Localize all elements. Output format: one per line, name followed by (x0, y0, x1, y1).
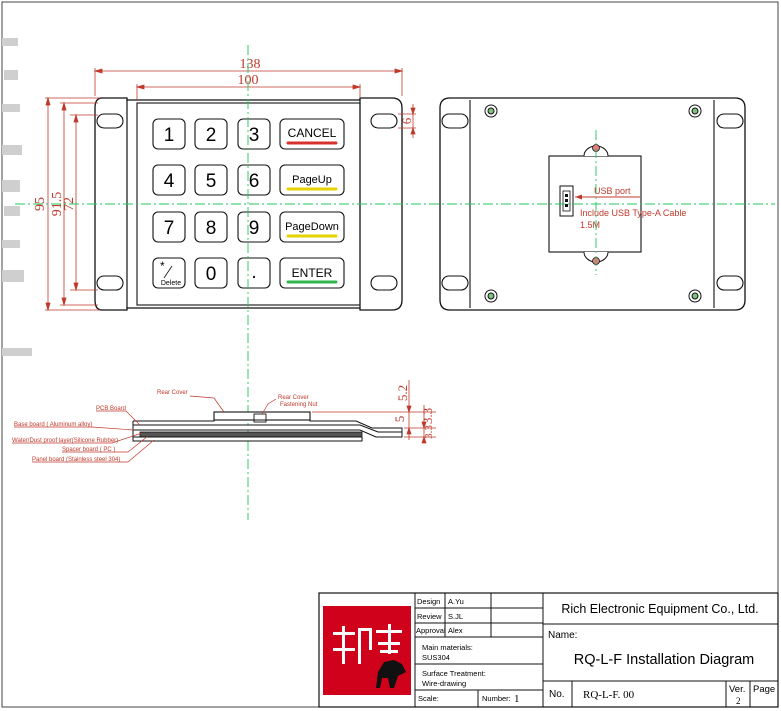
label-rear-cover-fastening-2: Fastening Nut (280, 402, 318, 408)
dim-side-d: 3.3 (423, 425, 435, 439)
mount-slot (370, 275, 398, 291)
key-0-label: 0 (206, 264, 217, 285)
digit-keys: 1 2 3 4 5 6 7 8 9 * Delete 0 . (152, 118, 271, 289)
side-panel-stack (139, 431, 363, 438)
centerlines (15, 45, 775, 520)
dim-side-c: 3.3 (420, 408, 435, 424)
name-label: Name: (548, 630, 577, 641)
key-delete-label: Delete (161, 280, 181, 287)
key-dot-label: . (251, 262, 256, 283)
key-9 (237, 211, 271, 243)
dim-side-b: 5 (392, 416, 407, 423)
key-2-label: 2 (206, 125, 217, 146)
front-dimensions (45, 68, 416, 312)
surface-label: Surface Treatment: (422, 669, 486, 678)
label-rear-cover: Rear Cover (157, 390, 188, 396)
key-1-label: 1 (164, 125, 175, 146)
side-dimensions (312, 380, 436, 444)
function-keys: CANCEL PageUp PageDown ENTER (279, 118, 345, 289)
key-0 (194, 257, 228, 289)
ver-value: 2 (736, 696, 741, 706)
key-cancel-label: CANCEL (288, 126, 337, 140)
key-3-label: 3 (249, 125, 260, 146)
surface-value: Wire-drawing (422, 679, 466, 688)
horse-icon (376, 660, 406, 688)
key-8 (194, 211, 228, 243)
label-base-board: Base board ( Aluminum alloy) (14, 422, 92, 428)
key-4-label: 4 (164, 171, 175, 192)
page-label: Page (753, 684, 775, 695)
mount-slot (441, 275, 469, 291)
side-leaders (12, 395, 277, 463)
label-panel-board: Panel board (Stainless steel 304) (32, 457, 120, 463)
design-label: Design (417, 597, 440, 606)
mount-slot (441, 113, 469, 129)
key-7 (152, 211, 186, 243)
key-5 (194, 164, 228, 196)
usb-port-label: USB port (594, 186, 631, 196)
margin-marks (2, 38, 32, 356)
dim-inner-width: 100 (238, 73, 259, 88)
key-4 (152, 164, 186, 196)
side-view (132, 411, 403, 442)
mount-slot (716, 275, 744, 291)
scale-label: Scale: (418, 694, 439, 703)
usb-note-2: 1.5M (580, 220, 600, 230)
key-dot (237, 257, 271, 289)
no-label: No. (549, 689, 565, 700)
key-3 (237, 118, 271, 150)
mount-slot (716, 113, 744, 129)
front-housing (94, 97, 403, 311)
number-value: 1 (514, 693, 520, 705)
logo-glyph-icon (333, 624, 402, 664)
screws (484, 104, 702, 303)
key-6 (237, 164, 271, 196)
dim-side-a: 5.2 (395, 385, 410, 401)
review-label: Review (417, 612, 442, 621)
title-block: Design A.Yu Review S.JL Approval Alex Ma… (318, 592, 779, 708)
mount-slot (96, 275, 124, 291)
key-pagedown-label: PageDown (285, 221, 339, 233)
label-waterproof-layer: Water/Dust proof layer(Silicone Rubber) (12, 438, 118, 444)
key-2 (194, 118, 228, 150)
mount-slot (370, 113, 398, 129)
key-6-label: 6 (249, 171, 260, 192)
number-label: Number: (482, 694, 511, 703)
key-enter-label: ENTER (292, 266, 333, 280)
key-delete-symbol: * (160, 259, 165, 273)
mount-slot (96, 113, 124, 129)
design-value: A.Yu (448, 597, 464, 606)
approval-label: Approval (416, 626, 446, 635)
key-1 (152, 118, 186, 150)
company-name: Rich Electronic Equipment Co., Ltd. (561, 602, 758, 616)
ver-label: Ver. (729, 684, 745, 695)
side-fastening-nut (253, 413, 267, 423)
label-spacer-board: Spacer board ( PC ) (62, 447, 115, 453)
dim-top-gap: 6 (399, 117, 414, 124)
label-rear-cover-fastening-1: Rear Cover (278, 395, 309, 401)
key-pageup-label: PageUp (292, 174, 332, 186)
approval-value: Alex (448, 626, 463, 635)
drawing-name: RQ-L-F Installation Diagram (574, 652, 755, 668)
dim-overall-width: 138 (240, 57, 261, 72)
review-value: S.JL (448, 612, 463, 621)
material-value: SUS304 (422, 653, 450, 662)
label-pcb-board: PCB Board (96, 406, 126, 412)
key-delete (152, 257, 186, 289)
usb-note-1: Include USB Type-A Cable (580, 208, 686, 218)
front-view: 1 2 3 4 5 6 7 8 9 * Delete 0 . (94, 97, 403, 311)
key-7-label: 7 (164, 218, 175, 239)
key-9-label: 9 (249, 218, 260, 239)
key-5-label: 5 (206, 171, 217, 192)
key-8-label: 8 (206, 218, 217, 239)
no-value: RQ-L-F. 00 (583, 689, 635, 701)
material-label: Main materials: (422, 643, 473, 652)
